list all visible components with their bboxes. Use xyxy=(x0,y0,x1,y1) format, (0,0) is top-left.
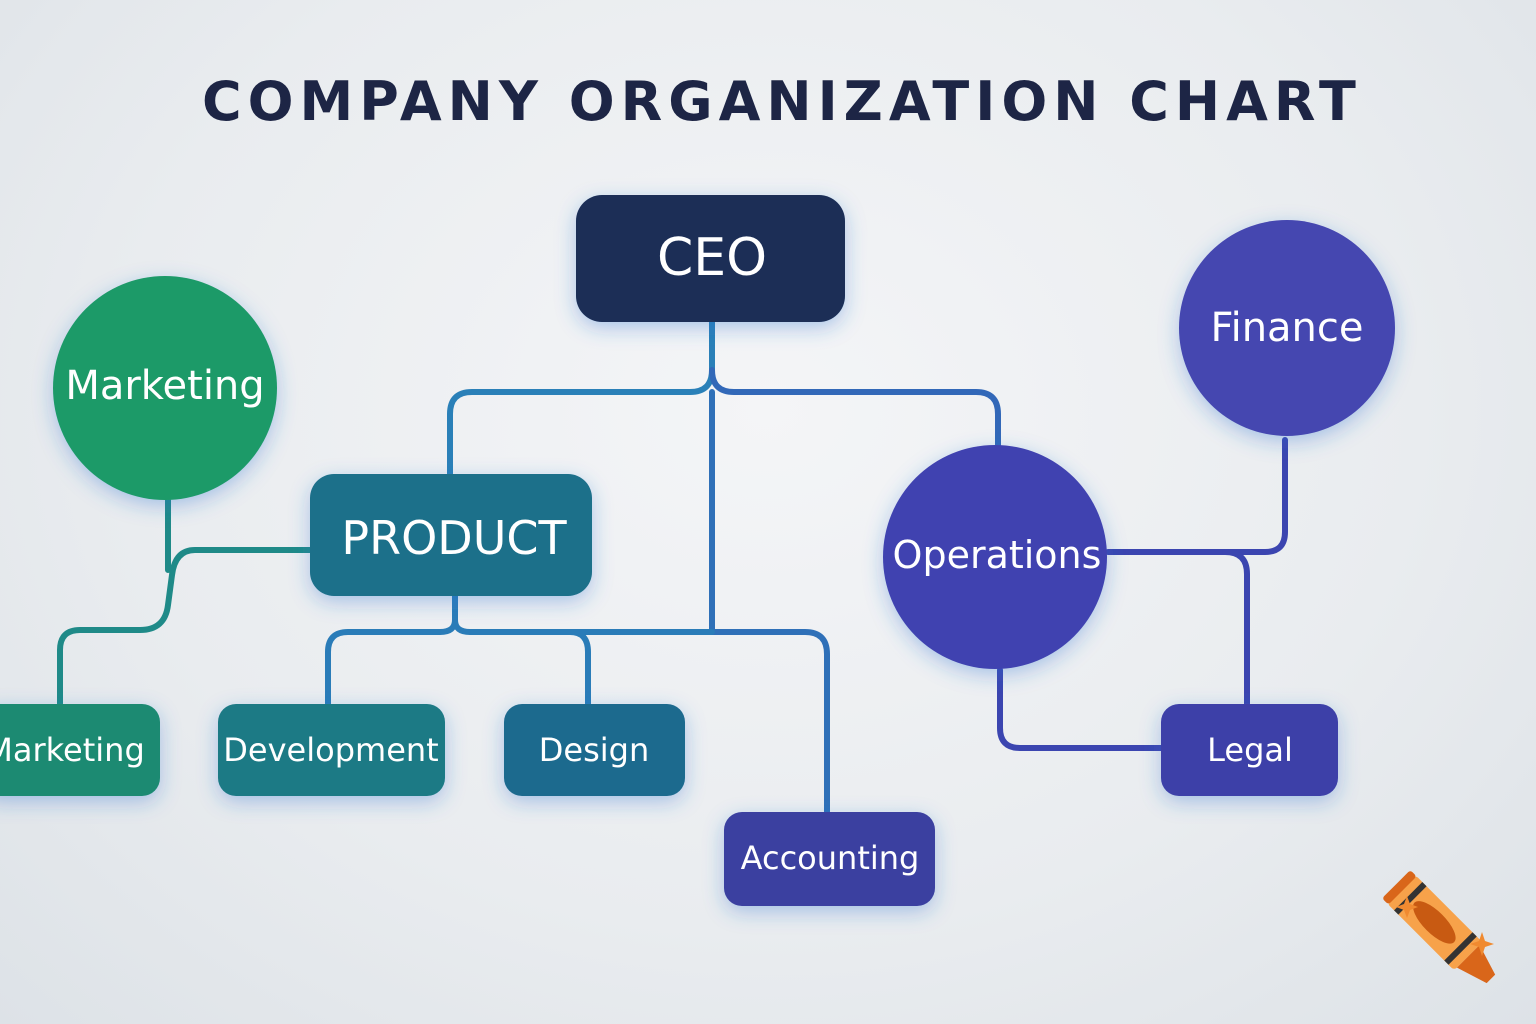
marketing-box-label: Marketing xyxy=(0,731,145,769)
ceo-label: CEO xyxy=(657,228,767,288)
connector-product-teams xyxy=(325,593,715,707)
page-title: COMPANY ORGANIZATION CHART xyxy=(202,70,1362,133)
finance-label: Finance xyxy=(1210,305,1363,351)
legal-label: Legal xyxy=(1207,731,1293,769)
connector-marketing xyxy=(57,497,313,707)
accounting-label: Accounting xyxy=(741,839,920,877)
crayon-icon xyxy=(1383,871,1496,984)
design-label: Design xyxy=(539,731,649,769)
node-operations[interactable]: Operations xyxy=(883,445,1107,669)
node-accounting[interactable]: Accounting xyxy=(724,812,935,906)
node-finance[interactable]: Finance xyxy=(1179,220,1395,436)
connector-ceo-product xyxy=(447,319,715,477)
node-product[interactable]: PRODUCT xyxy=(310,474,592,596)
connector-operations-finance xyxy=(1105,437,1288,555)
connector-ceo-accounting xyxy=(709,389,830,815)
node-legal[interactable]: Legal xyxy=(1161,704,1338,796)
node-design[interactable]: Design xyxy=(504,704,685,796)
marketing-circle-label: Marketing xyxy=(65,363,264,409)
connector-operations-legal xyxy=(997,549,1250,751)
product-label: PRODUCT xyxy=(341,511,567,565)
node-ceo[interactable]: CEO xyxy=(576,195,845,322)
node-development[interactable]: Development xyxy=(218,704,445,796)
connectors xyxy=(57,319,1288,815)
node-marketing-box[interactable]: Marketing xyxy=(0,704,160,796)
operations-label: Operations xyxy=(893,533,1102,577)
node-marketing-circle[interactable]: Marketing xyxy=(53,276,277,500)
sparkle-icon xyxy=(1396,896,1418,918)
development-label: Development xyxy=(223,731,438,769)
connector-ceo-operations xyxy=(709,367,1001,448)
sparkle-icon xyxy=(1470,932,1494,956)
